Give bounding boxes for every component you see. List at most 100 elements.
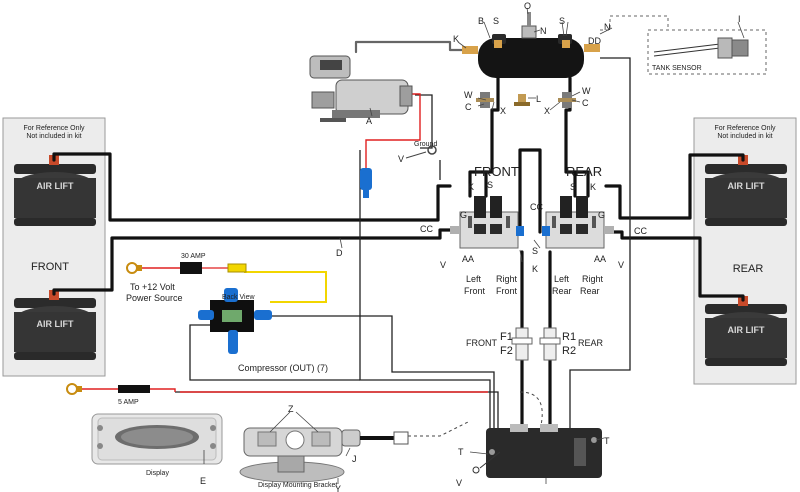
callout-B: B xyxy=(478,16,484,26)
callout-V: V xyxy=(398,154,404,164)
callout-F1: F1 xyxy=(500,331,513,343)
air-lift-logo: AIR LIFT xyxy=(37,319,74,329)
filter-rear xyxy=(539,327,561,361)
callout-J: J xyxy=(352,454,357,464)
rear-filter-label: REAR xyxy=(578,338,604,348)
callout-K: K xyxy=(468,182,474,192)
air-spring-front-upper: AIR LIFT xyxy=(14,155,96,226)
left-front-line2: Front xyxy=(464,286,486,296)
callout-K: K xyxy=(532,264,538,274)
rear-manifold xyxy=(545,196,614,249)
back-view-label: Back View xyxy=(222,294,255,301)
left-front-line1: Left xyxy=(466,274,482,284)
callout-K: K xyxy=(590,182,596,192)
callout-N: N xyxy=(540,26,547,36)
callout-F2: F2 xyxy=(500,345,513,357)
tank-mount-hardware xyxy=(476,92,576,108)
tank-sensor-callout: TANK SENSOR xyxy=(600,15,767,75)
power-wires xyxy=(80,93,488,393)
callout-L: L xyxy=(536,94,541,104)
callout-C: C xyxy=(465,102,472,112)
callout-S: S xyxy=(493,16,499,26)
front-manifold xyxy=(450,196,519,249)
callout-V: V xyxy=(618,260,624,270)
callout-R1: R1 xyxy=(562,331,576,343)
display-label: Display xyxy=(146,470,169,477)
filter-front xyxy=(511,327,533,361)
front-panel-label: FRONT xyxy=(31,261,69,273)
callout-C: C xyxy=(582,98,589,108)
part-callouts: B O S N S N DD I K W C X L X W C A V D K… xyxy=(200,1,741,492)
right-rear-line1: Right xyxy=(582,274,604,284)
callout-R2: R2 xyxy=(562,345,576,357)
callout-AA: AA xyxy=(462,254,474,264)
fuse-30-amp: 30 AMP xyxy=(180,253,206,274)
callout-S: S xyxy=(570,182,576,192)
leader-lines xyxy=(203,7,745,484)
callout-K: K xyxy=(453,34,459,44)
callout-S: S xyxy=(559,16,565,26)
compressor-out-label: Compressor (OUT) (7) xyxy=(238,363,328,373)
relay-back-view: Back View xyxy=(198,288,272,354)
display-harness xyxy=(341,429,409,447)
fuse-30-amp-label: 30 AMP xyxy=(181,253,206,260)
air-spring-rear-lower: AIR LIFT xyxy=(705,296,787,366)
callout-S: S xyxy=(487,180,493,190)
callout-G: G xyxy=(460,210,467,220)
ref-note-line2-right: Not included in kit xyxy=(717,133,772,140)
fuse-5-amp: 5 AMP xyxy=(66,383,150,406)
yellow-signal-wire xyxy=(200,263,327,303)
power-source-line2: Power Source xyxy=(126,293,183,303)
tee-fitting xyxy=(516,226,524,236)
right-rear-line2: Rear xyxy=(580,286,600,296)
controller-unit xyxy=(486,424,602,478)
front-manifold-label: FRONT xyxy=(474,164,519,179)
fuse-5-amp-label: 5 AMP xyxy=(118,399,139,406)
callout-S: S xyxy=(532,246,538,256)
callout-G: G xyxy=(598,210,605,220)
air-lift-logo: AIR LIFT xyxy=(728,325,765,335)
right-front-line2: Front xyxy=(496,286,518,296)
callout-CC: CC xyxy=(420,224,433,234)
callout-V: V xyxy=(440,260,446,270)
callout-A: A xyxy=(366,116,372,126)
ref-note-line2: Not included in kit xyxy=(26,133,81,140)
right-front-line1: Right xyxy=(496,274,518,284)
display-unit: Display xyxy=(91,413,223,477)
ground-label: Ground xyxy=(414,141,437,148)
power-source-line1: To +12 Volt xyxy=(130,282,175,292)
callout-AA: AA xyxy=(594,254,606,264)
rear-panel-label: REAR xyxy=(733,263,764,275)
left-rear-line1: Left xyxy=(554,274,570,284)
callout-CC: CC xyxy=(530,202,543,212)
left-rear-line2: Rear xyxy=(552,286,572,296)
callout-I: I xyxy=(738,14,741,24)
callout-W: W xyxy=(582,86,591,96)
callout-N: N xyxy=(604,22,611,32)
display-mount-bracket: Display Mounting Bracket xyxy=(239,427,345,489)
callout-T: T xyxy=(604,436,610,446)
inline-blue-connector xyxy=(360,168,372,198)
power-ring-terminal xyxy=(126,262,142,274)
compressor xyxy=(309,55,413,122)
air-lift-logo: AIR LIFT xyxy=(37,181,74,191)
air-spring-rear-upper: AIR LIFT xyxy=(705,155,787,226)
callout-D: D xyxy=(336,248,343,258)
display-bracket-label: Display Mounting Bracket xyxy=(258,482,337,489)
callout-DD: DD xyxy=(588,36,601,46)
ref-note-line1-right: For Reference Only xyxy=(714,125,776,132)
callout-W: W xyxy=(464,90,473,100)
callout-Y: Y xyxy=(335,484,341,492)
callout-X: X xyxy=(500,106,506,116)
callout-X: X xyxy=(544,106,550,116)
callout-Z: Z xyxy=(288,404,294,414)
callout-O: O xyxy=(524,1,531,11)
ground-terminal: Ground xyxy=(405,141,437,159)
callout-E: E xyxy=(200,476,206,486)
air-spring-front-lower: AIR LIFT xyxy=(14,290,96,360)
air-lift-logo: AIR LIFT xyxy=(728,181,765,191)
front-filter-label: FRONT xyxy=(466,338,497,348)
callout-CC: CC xyxy=(634,226,647,236)
